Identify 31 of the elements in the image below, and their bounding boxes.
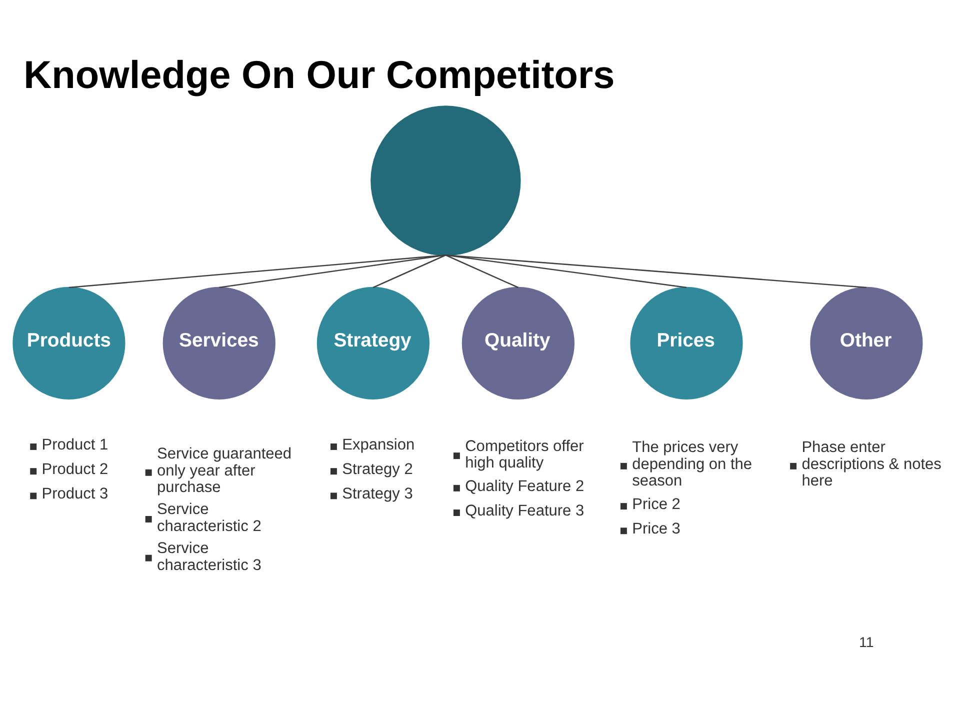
connector <box>446 254 866 288</box>
node-circle: Quality <box>462 286 574 400</box>
node-label: Service characteristic 3 <box>156 540 262 574</box>
node-label: Competitors offer high quality <box>465 438 584 472</box>
node-circle: Products <box>12 286 126 400</box>
connector <box>68 254 446 288</box>
connector <box>372 254 446 288</box>
node-label: Service characteristic 2 <box>156 501 262 536</box>
node-label: Expansion <box>342 436 415 454</box>
diagram-title: Knowledge On Our Competitors <box>24 54 615 98</box>
node-circle: Services <box>162 286 276 400</box>
label: 11 <box>859 635 874 652</box>
connector <box>219 254 446 288</box>
node-label: Strategy 2 <box>342 461 413 478</box>
node-label: Price 2 <box>632 496 680 514</box>
connector <box>445 254 518 288</box>
node-label: Product 2 <box>42 461 108 478</box>
node-circle <box>370 106 521 256</box>
node-label: Quality Feature 2 <box>465 478 584 495</box>
node-circle: Prices <box>630 286 743 400</box>
node-label: Product 3 <box>42 486 108 503</box>
node-label: Service guaranteed only year after purchase <box>156 446 292 496</box>
node-label: Phase enter descriptions & notes here <box>802 439 942 490</box>
node-circle: Strategy <box>316 286 430 400</box>
node-label: Price 3 <box>632 520 680 538</box>
node-label: Product 1 <box>42 436 108 454</box>
node-label: The prices very depending on the season <box>632 439 752 490</box>
connector <box>446 254 687 288</box>
node-label: Strategy 3 <box>342 486 413 503</box>
node-circle: Other <box>810 286 923 400</box>
node-label: Quality Feature 3 <box>465 502 584 520</box>
